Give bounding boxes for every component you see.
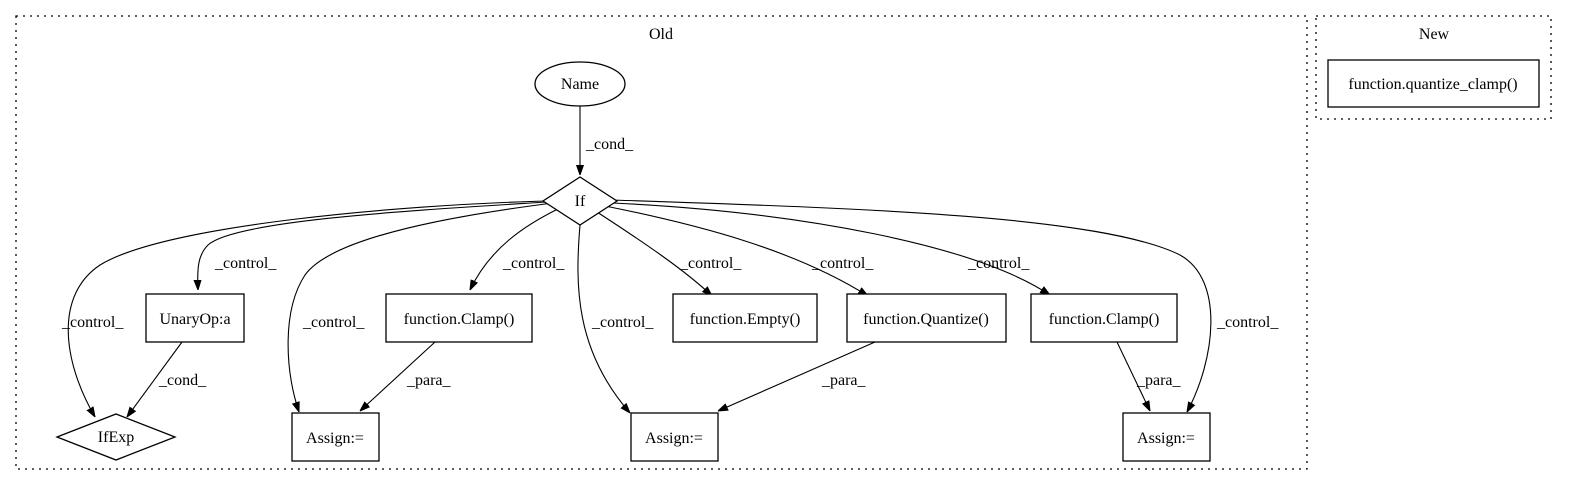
edge-label-control: _control_ [811,255,874,272]
node-quantize[interactable]: function.Quantize() [846,293,1007,343]
edge-label-control: _control_ [214,255,277,272]
node-ifexp-label: IfExp [98,429,134,446]
node-assign2-label: Assign:= [645,430,703,447]
node-unaryop[interactable]: UnaryOp:a [145,293,245,343]
node-ifexp[interactable]: IfExp [55,413,177,461]
edge-label-control: _control_ [967,255,1030,272]
cluster-new: New [1315,15,1552,120]
node-assign3[interactable]: Assign:= [1122,412,1211,462]
nodes-layer: Name If UnaryOp:a IfExp function.Clamp()… [55,59,1540,462]
edge-if-to-unaryop: _control_ [198,201,548,290]
edge-label-control: _control_ [302,314,365,331]
edge-label-cond: _cond_ [585,136,634,153]
edge-name-to-if: _cond_ [580,106,634,175]
edge-if-to-assign3: _control_ [611,199,1279,412]
edge-if-to-empty: _control_ [596,211,742,296]
node-if-label: If [575,193,586,210]
edge-label-control: _control_ [1216,314,1279,331]
edge-label-control: _control_ [61,314,124,331]
node-quantize-clamp-label: function.quantize_clamp() [1348,76,1517,93]
cluster-old-frame [15,15,1308,470]
edge-label-cond: _cond_ [158,372,207,389]
node-clamp1[interactable]: function.Clamp() [385,293,533,343]
node-assign1[interactable]: Assign:= [291,412,380,462]
node-quantize-label: function.Quantize() [863,311,989,328]
node-name-label: Name [561,76,599,93]
edge-if-to-assign1: _control_ [287,202,554,412]
edge-if-to-assign2: _control_ [577,224,654,413]
edge-label-control: _control_ [502,255,565,272]
edge-if-to-clamp2: _control_ [612,202,1050,295]
node-quantize-clamp[interactable]: function.quantize_clamp() [1327,59,1540,108]
edge-label-control: _control_ [591,314,654,331]
edge-unaryop-to-ifexp: _cond_ [127,341,207,417]
edge-label-control: _control_ [679,255,742,272]
node-assign2[interactable]: Assign:= [630,412,719,462]
node-empty[interactable]: function.Empty() [672,293,818,343]
cluster-new-label: New [1419,26,1450,43]
edge-clamp1-to-assign1: _para_ [360,341,452,411]
edge-if-to-quantize: _control_ [604,205,874,296]
node-clamp1-label: function.Clamp() [404,311,515,328]
node-if[interactable]: If [541,176,619,226]
cluster-old: Old [15,15,1308,470]
edge-label-para: _para_ [406,372,452,389]
edges-layer: _cond_ _control_ _control_ _control_ _co… [61,106,1279,417]
node-clamp2[interactable]: function.Clamp() [1030,293,1178,343]
cluster-new-frame [1315,15,1552,120]
cluster-old-label: Old [649,26,673,43]
node-clamp2-label: function.Clamp() [1049,311,1160,328]
node-assign1-label: Assign:= [306,430,364,447]
edge-label-para: _para_ [821,372,867,389]
node-empty-label: function.Empty() [690,311,801,328]
edge-quantize-to-assign2: _para_ [718,341,876,411]
edge-label-para: _para_ [1136,372,1182,389]
node-name[interactable]: Name [534,61,626,107]
node-unaryop-label: UnaryOp:a [159,311,230,328]
edge-if-to-ifexp: _control_ [61,200,546,417]
node-assign3-label: Assign:= [1137,430,1195,447]
edge-clamp2-to-assign3: _para_ [1116,341,1182,411]
edge-if-to-clamp1: _control_ [470,207,565,290]
